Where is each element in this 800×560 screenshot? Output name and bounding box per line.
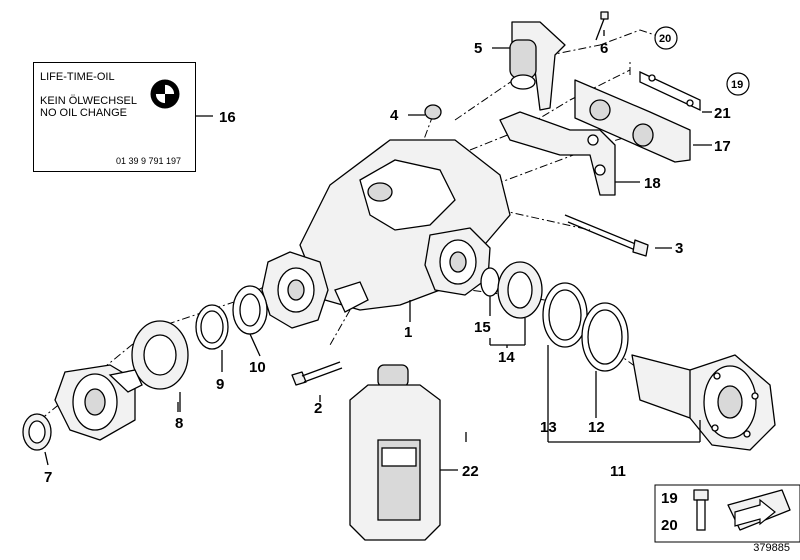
callout-13: 13 [540, 419, 557, 436]
callout-15: 15 [474, 319, 491, 336]
callout-leaders [177, 115, 467, 442]
support-bracket [574, 70, 712, 163]
ring-15 [480, 267, 500, 297]
callout-circle-19 [726, 72, 750, 96]
mounting-bracket [499, 111, 640, 196]
callout-1: 1 [404, 324, 412, 341]
callout-19: 19 [731, 79, 743, 91]
callout-4: 4 [390, 107, 399, 124]
oil-label-line-de: KEIN ÖLWECHSEL [40, 95, 137, 107]
legend-callout-20: 20 [661, 517, 678, 534]
bmw-logo-icon [150, 79, 180, 109]
bolt-icon [693, 489, 709, 531]
callout-2: 2 [314, 400, 322, 417]
callout-9: 9 [216, 376, 224, 393]
bolt-2 [291, 361, 343, 402]
differential-housing [261, 139, 511, 329]
callout-5: 5 [474, 40, 482, 57]
bolt-3 [564, 214, 672, 257]
oil-label-title: LIFE-TIME-OIL [40, 71, 115, 83]
oil-label-sticker: LIFE-TIME-OIL KEIN ÖLWECHSEL NO OIL CHAN… [33, 62, 196, 172]
arrow-icon [727, 489, 791, 531]
legend-callout-19: 19 [661, 490, 678, 507]
callout-7: 7 [44, 469, 52, 486]
callout-11: 11 [610, 463, 626, 480]
callout-6: 6 [600, 40, 608, 57]
callout-12: 12 [588, 419, 605, 436]
callout-21: 21 [714, 105, 731, 122]
callout-16: 16 [219, 109, 236, 126]
rubber-mount [492, 21, 566, 111]
callout-18: 18 [644, 175, 661, 192]
callout-20: 20 [659, 33, 671, 45]
legend-box [654, 484, 800, 543]
figure-id: 379885 [753, 542, 790, 554]
flange-ring [22, 320, 189, 466]
callout-8: 8 [175, 415, 183, 432]
oil-label-line-en: NO OIL CHANGE [40, 107, 127, 119]
callout-22: 22 [462, 463, 479, 480]
oil-bottle-icon [349, 364, 458, 541]
callout-14: 14 [498, 349, 515, 366]
bolt-6 [595, 11, 609, 41]
callout-circle-20 [654, 26, 678, 50]
output-flange [548, 354, 776, 451]
callout-17: 17 [714, 138, 731, 155]
callout-3: 3 [675, 240, 683, 257]
breather-cap [408, 104, 442, 120]
callout-10: 10 [249, 359, 266, 376]
oil-label-part-number: 01 39 9 791 197 [116, 156, 182, 166]
seals-and-rings [195, 261, 629, 442]
